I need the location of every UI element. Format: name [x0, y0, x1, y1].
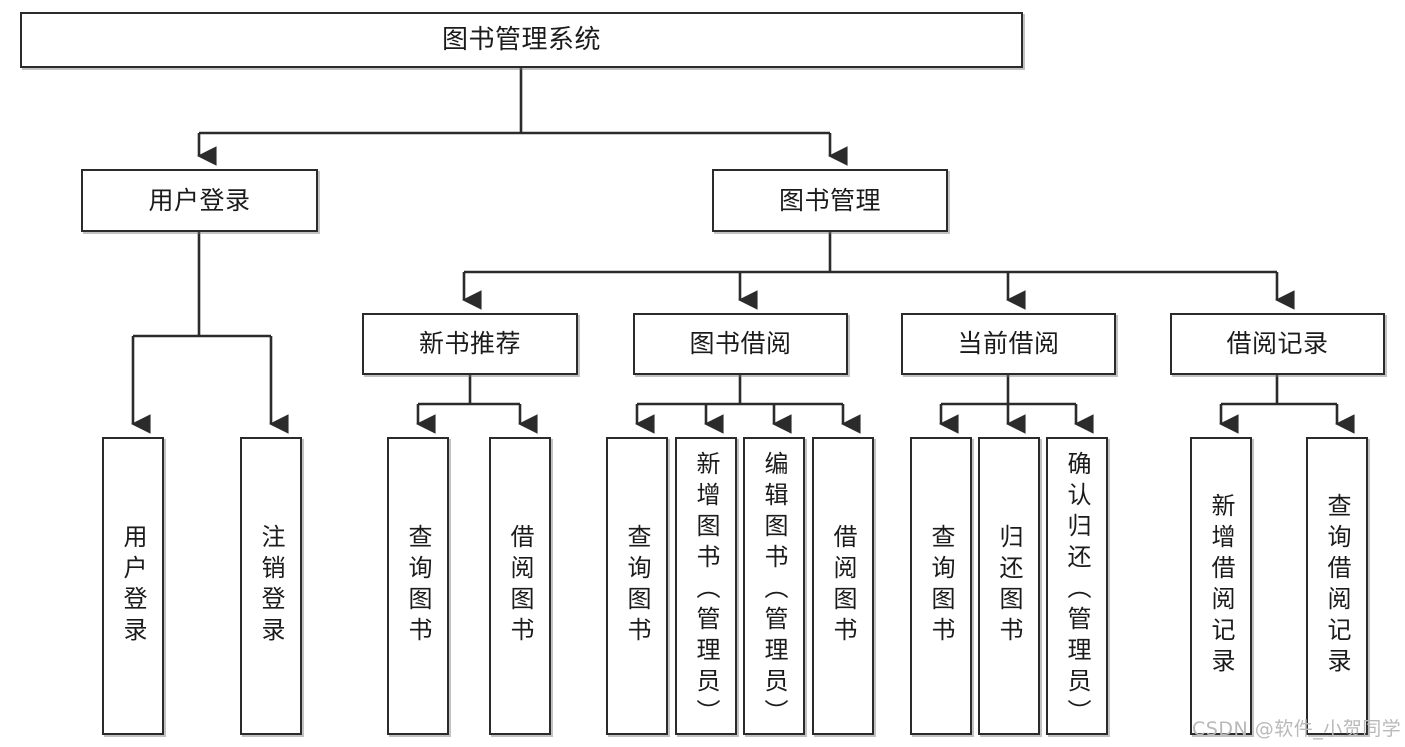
node-label: 查询图书 — [404, 524, 432, 648]
node-label: 注销登录 — [257, 524, 285, 648]
node-leaf-return-book[interactable]: 归还图书 — [978, 437, 1040, 735]
node-leaf-logout-login[interactable]: 注销登录 — [240, 437, 302, 735]
csdn-watermark: CSDN @软件_小贺同学 — [1192, 718, 1402, 740]
node-borrow-record[interactable]: 借阅记录 — [1170, 313, 1385, 375]
node-leaf-add-book[interactable]: 新增图书（管理员） — [675, 437, 737, 735]
node-leaf-query-record[interactable]: 查询借阅记录 — [1306, 437, 1368, 735]
node-current-borrow[interactable]: 当前借阅 — [901, 313, 1116, 375]
node-label: 编辑图书（管理员） — [760, 450, 788, 730]
node-label: 当前借阅 — [957, 329, 1060, 359]
node-label: 用户登录 — [148, 185, 251, 215]
node-leaf-query-book-3[interactable]: 查询图书 — [910, 437, 972, 735]
node-new-book-recommend[interactable]: 新书推荐 — [362, 313, 578, 375]
node-label: 确认归还（管理员） — [1063, 450, 1091, 730]
node-book-management[interactable]: 图书管理 — [712, 169, 948, 232]
node-leaf-borrow-book-1[interactable]: 借阅图书 — [489, 437, 551, 735]
node-root-system[interactable]: 图书管理系统 — [20, 12, 1023, 68]
node-label: 查询图书 — [623, 524, 651, 648]
node-label: 借阅图书 — [829, 524, 857, 648]
node-label: 图书管理 — [778, 185, 881, 215]
node-leaf-query-book-1[interactable]: 查询图书 — [387, 437, 449, 735]
node-label: 归还图书 — [995, 524, 1023, 648]
node-user-login[interactable]: 用户登录 — [81, 169, 318, 232]
node-leaf-query-book-2[interactable]: 查询图书 — [606, 437, 668, 735]
node-label: 图书管理系统 — [441, 24, 601, 55]
node-label: 新增图书（管理员） — [692, 450, 720, 730]
node-label: 借阅记录 — [1226, 329, 1329, 359]
node-leaf-borrow-book-2[interactable]: 借阅图书 — [812, 437, 874, 735]
node-label: 查询图书 — [927, 524, 955, 648]
node-book-borrow[interactable]: 图书借阅 — [633, 313, 848, 375]
node-label: 查询借阅记录 — [1323, 493, 1351, 679]
node-leaf-user-login[interactable]: 用户登录 — [102, 437, 164, 735]
node-leaf-confirm-return[interactable]: 确认归还（管理员） — [1046, 437, 1108, 735]
node-label: 新增借阅记录 — [1207, 493, 1235, 679]
node-label: 借阅图书 — [506, 524, 534, 648]
node-leaf-add-record[interactable]: 新增借阅记录 — [1190, 437, 1252, 735]
node-label: 新书推荐 — [418, 329, 521, 359]
node-leaf-edit-book[interactable]: 编辑图书（管理员） — [743, 437, 805, 735]
node-label: 用户登录 — [119, 524, 147, 648]
node-label: 图书借阅 — [689, 329, 792, 359]
